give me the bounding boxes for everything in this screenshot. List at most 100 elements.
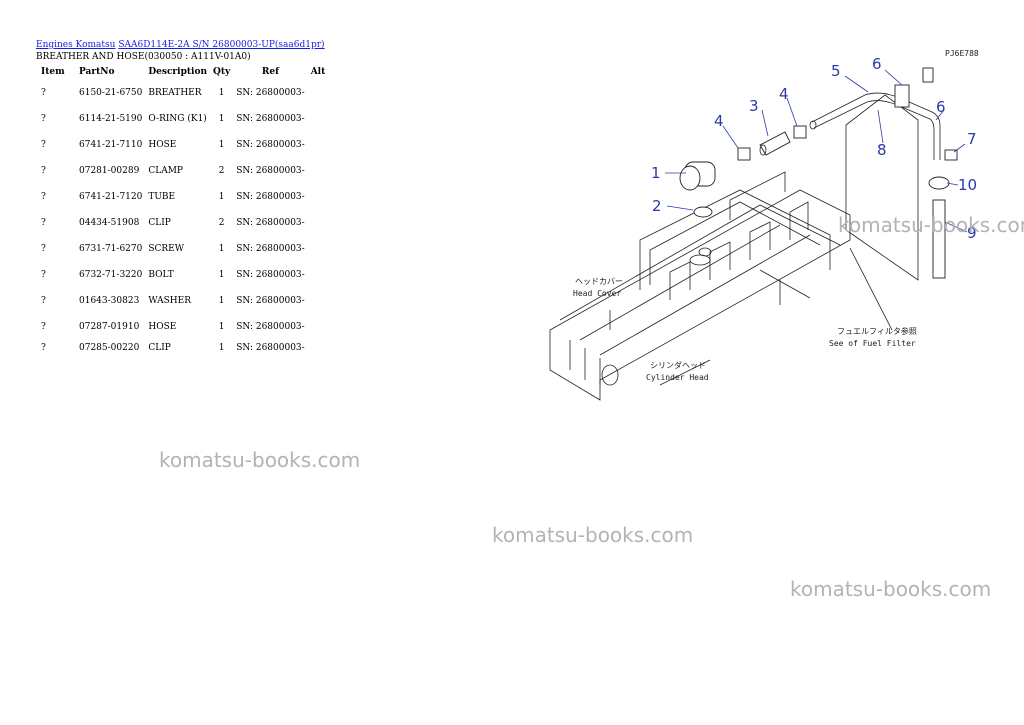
table-row: ? 01643-30823 WASHER 1 SN: 26800003- (36, 288, 328, 314)
label-fuel-filter-jp: フュエルフィルタ参照 (837, 326, 917, 336)
cell-alt (308, 210, 329, 236)
cell-item: ? (41, 88, 46, 98)
cell-description: CLAMP (148, 166, 183, 176)
callout-1: 1 (651, 164, 661, 182)
cell-alt (308, 262, 329, 288)
cell-qty: 1 (218, 244, 225, 254)
cell-description: TUBE (148, 192, 176, 202)
cell-qty: 1 (218, 343, 225, 353)
cell-description: HOSE (148, 140, 177, 150)
cell-partno: 6732-71-3220 (79, 270, 143, 280)
table-row: ? 6731-71-6270 SCREW 1 SN: 26800003- (36, 236, 328, 262)
col-description: Description (148, 67, 207, 77)
cell-item: ? (41, 192, 46, 202)
cell-ref: SN: 26800003- (236, 322, 305, 332)
cell-description: SCREW (148, 244, 184, 254)
cell-ref: SN: 26800003- (236, 140, 305, 150)
cell-item: ? (41, 166, 46, 176)
cell-qty: 1 (218, 192, 225, 202)
diagram-code: PJ6E788 (945, 49, 979, 58)
cell-description: O-RING (K1) (148, 114, 207, 124)
cell-description: HOSE (148, 322, 177, 332)
cell-item: ? (41, 343, 46, 353)
table-row: ? 07285-00220 CLIP 1 SN: 26800003- (36, 340, 328, 356)
cell-qty: 1 (218, 114, 225, 124)
cell-description: CLIP (148, 218, 171, 228)
col-qty: Qty (213, 67, 231, 77)
cell-alt (308, 314, 329, 340)
bolt-part (922, 67, 934, 83)
clamp-part (894, 84, 910, 108)
watermark: komatsu-books.com (838, 213, 1024, 237)
callout-4: 4 (714, 112, 724, 130)
cell-ref: SN: 26800003- (236, 270, 305, 280)
callout-6: 6 (872, 55, 882, 73)
watermark: komatsu-books.com (159, 448, 361, 472)
callout-4b: 4 (779, 85, 789, 103)
cell-item: ? (41, 114, 46, 124)
col-partno: PartNo (79, 67, 115, 77)
breadcrumb-link-model[interactable]: SAA6D114E-2A S/N 26800003-UP(saa6d1pr) (118, 40, 325, 50)
cell-ref: SN: 26800003- (236, 244, 305, 254)
watermark: komatsu-books.com (790, 577, 992, 601)
page-title: BREATHER AND HOSE(030050 : A111V-01A0) (36, 52, 251, 62)
parts-diagram: 1 2 3 4 4 5 6 6 7 8 9 10 PJ6E788 ヘッドカバー … (540, 40, 1024, 410)
table-header-row: Item PartNo Description Qty Ref Alt (36, 64, 328, 80)
cell-alt (308, 184, 329, 210)
col-item: Item (41, 67, 65, 77)
callout-5: 5 (831, 62, 841, 80)
callout-8: 8 (877, 141, 887, 159)
lower-hose-part (928, 149, 958, 279)
cell-item: ? (41, 244, 46, 254)
cell-ref: SN: 26800003- (236, 218, 305, 228)
callout-10: 10 (958, 176, 977, 194)
cell-ref: SN: 26800003- (236, 296, 305, 306)
cell-partno: 07285-00220 (79, 343, 140, 353)
callout-6b: 6 (936, 98, 946, 116)
cell-description: WASHER (148, 296, 192, 306)
cell-ref: SN: 26800003- (236, 88, 305, 98)
cell-ref: SN: 26800003- (236, 343, 305, 353)
cell-item: ? (41, 140, 46, 150)
cell-item: ? (41, 270, 46, 280)
cell-partno: 07281-00289 (79, 166, 140, 176)
cell-alt (308, 236, 329, 262)
label-head-cover-jp: ヘッドカバー (575, 277, 623, 286)
hose-part (759, 131, 791, 156)
parts-table: Item PartNo Description Qty Ref Alt ?615… (36, 64, 328, 356)
cell-partno: 6741-21-7110 (79, 140, 143, 150)
cell-qty: 1 (218, 140, 225, 150)
breadcrumb-link-engines[interactable]: Engines Komatsu (36, 40, 116, 50)
cell-qty: 1 (218, 270, 225, 280)
cell-item: ? (41, 218, 46, 228)
cell-alt (308, 288, 329, 314)
cell-partno: 6741-21-7120 (79, 192, 143, 202)
clip-part (793, 125, 807, 139)
callout-7: 7 (967, 130, 977, 148)
breather-part (679, 161, 716, 218)
cell-ref: SN: 26800003- (236, 192, 305, 202)
label-cylinder-head: Cylinder Head (646, 373, 709, 382)
cell-alt (308, 132, 329, 158)
cell-ref: SN: 26800003- (236, 166, 305, 176)
watermark: komatsu-books.com (492, 523, 694, 547)
clip-part (737, 147, 751, 161)
cell-partno: 01643-30823 (79, 296, 140, 306)
cell-item: ? (41, 296, 46, 306)
cell-partno: 07287-01910 (79, 322, 140, 332)
cell-partno: 6731-71-6270 (79, 244, 143, 254)
col-alt: Alt (310, 67, 326, 77)
breadcrumb: Engines Komatsu SAA6D114E-2A S/N 2680000… (36, 40, 325, 50)
label-head-cover: Head Cover (573, 289, 621, 298)
cell-description: CLIP (148, 343, 171, 353)
cell-alt (308, 80, 329, 106)
table-row: ? 6741-21-7120 TUBE 1 SN: 26800003- (36, 184, 328, 210)
breather-tube (809, 92, 941, 160)
callout-3: 3 (749, 97, 759, 115)
cell-partno: 04434-51908 (79, 218, 140, 228)
cell-qty: 1 (218, 296, 225, 306)
